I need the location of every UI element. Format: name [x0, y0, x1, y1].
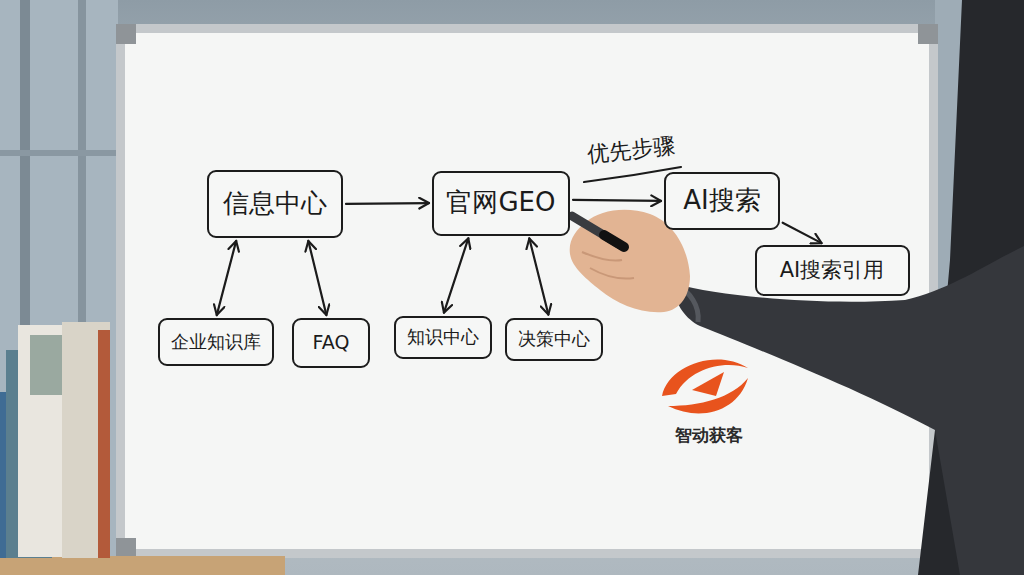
frame-corner: [918, 24, 938, 44]
finger-line: [590, 268, 634, 279]
window-mullion: [0, 150, 118, 156]
node-text: 企业知识库: [171, 332, 261, 353]
frame-corner: [116, 24, 136, 44]
arrow-connector: [573, 200, 661, 201]
frame-corner: [116, 538, 136, 558]
edge-label: 优先步骤: [586, 133, 676, 167]
book-spine: [98, 330, 110, 558]
whiteboard-frame: [116, 24, 938, 558]
process-box: 信息中心: [207, 170, 343, 238]
window-mullion: [20, 0, 30, 330]
node-text: AI搜索引用: [780, 258, 885, 282]
arrow-connector: [217, 241, 236, 315]
node-text: 信息中心: [223, 189, 327, 219]
node-text: 决策中心: [518, 329, 590, 350]
wooden-shelf: [0, 556, 285, 575]
whiteboard-surface: [125, 33, 929, 549]
window-mullion: [78, 0, 86, 330]
arrow-connector: [346, 202, 429, 205]
marker-cap: [604, 235, 624, 247]
finger-line: [582, 252, 622, 261]
arrow-connector: [529, 238, 548, 314]
logo-text: 智动获客: [675, 426, 743, 446]
arrow-connector: [783, 223, 822, 243]
book: [62, 322, 110, 558]
node-text: FAQ: [313, 332, 350, 354]
node-text: AI搜索: [683, 186, 760, 216]
node-text: 知识中心: [407, 327, 479, 348]
process-box: AI搜索: [664, 172, 780, 230]
process-box: AI搜索引用: [755, 245, 910, 296]
process-box: 企业知识库: [158, 318, 274, 366]
logo-mark: [692, 372, 724, 396]
window-pane: [0, 0, 118, 575]
node-text: 官网GEO: [446, 188, 555, 218]
arrow-connector: [308, 241, 326, 315]
process-box: 决策中心: [505, 318, 603, 361]
arrow-connector: [444, 238, 468, 312]
process-box: FAQ: [292, 318, 370, 368]
process-box: 官网GEO: [432, 171, 570, 236]
process-box: 知识中心: [394, 316, 492, 359]
